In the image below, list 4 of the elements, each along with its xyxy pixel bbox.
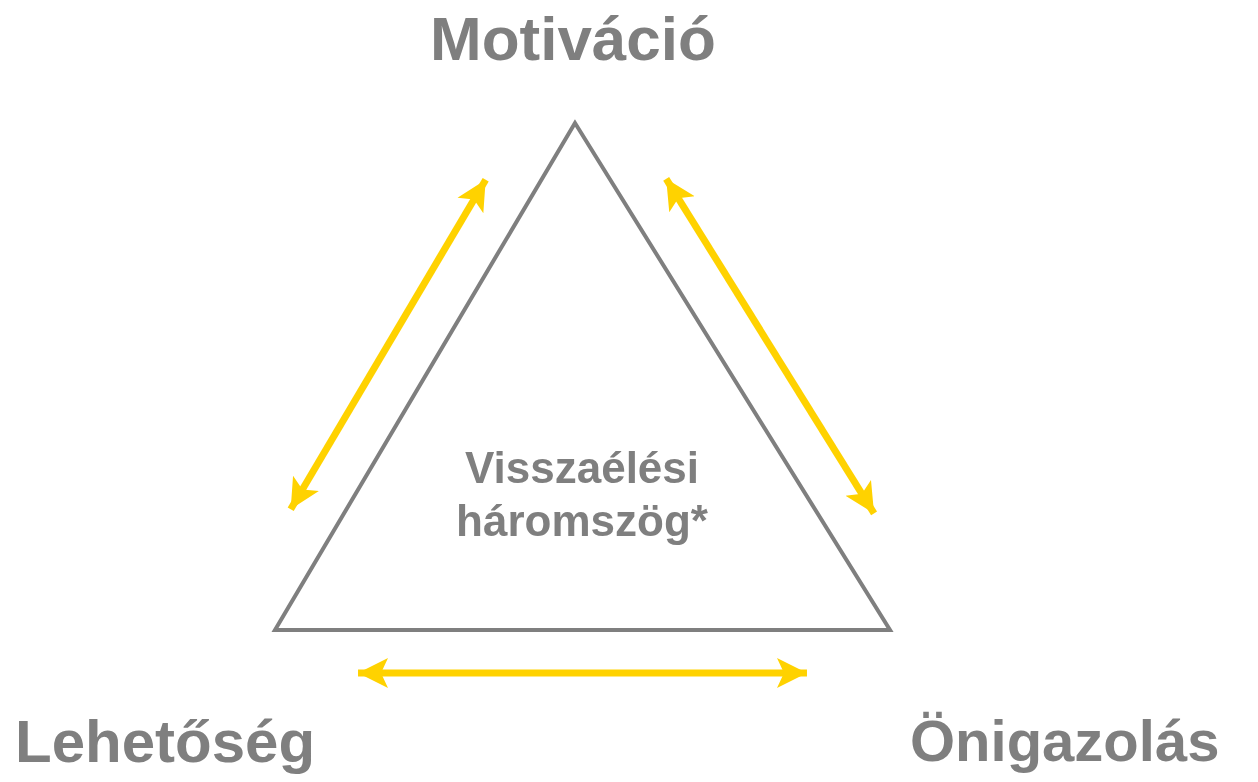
triangle-shape xyxy=(272,120,894,634)
vertex-label: Lehetőség xyxy=(15,712,316,772)
triangle-title: Visszaélési háromszög* xyxy=(455,442,709,547)
vertex-label: Motiváció xyxy=(430,8,716,70)
